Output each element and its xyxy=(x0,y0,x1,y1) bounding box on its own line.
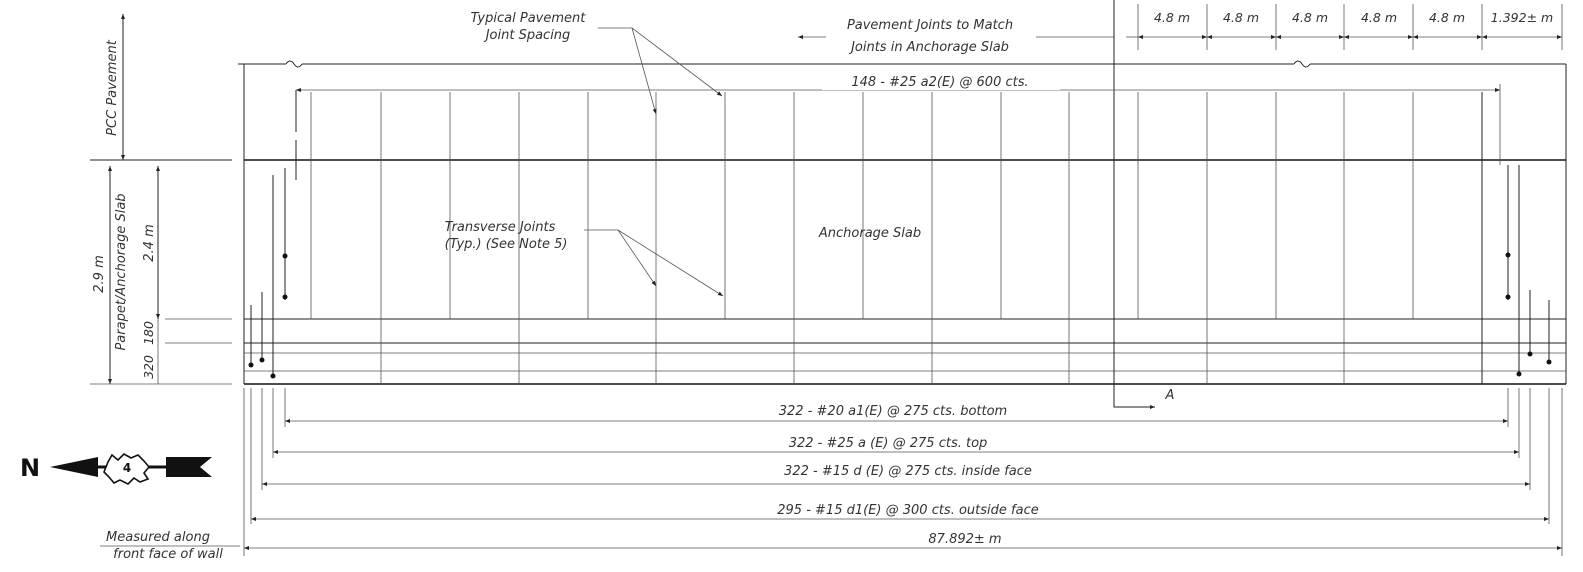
transverse-joints xyxy=(310,92,1483,384)
bar-a1-label: 322 - #20 a1(E) @ 275 cts. bottom xyxy=(779,404,1007,419)
total-height-label: 2.9 m xyxy=(92,255,107,292)
slab-outline xyxy=(90,60,1567,385)
right-end-bars xyxy=(1505,165,1552,377)
section-a-label: A xyxy=(1165,388,1175,403)
left-end-bars xyxy=(248,90,297,379)
spacing-label-4: 4.8 m xyxy=(1361,10,1397,25)
north-letter: N xyxy=(20,454,40,482)
transverse-joint-leader xyxy=(584,229,724,297)
typical-joint-label-line1: Typical Pavement xyxy=(471,11,587,26)
bar-a2-label: 148 - #25 a2(E) @ 600 cts. xyxy=(851,75,1028,90)
transverse-joints-label-line1: Transverse Joints xyxy=(445,220,556,235)
typical-joint-leader xyxy=(598,27,723,115)
parapet-anchorage-slab-label: Parapet/Anchorage Slab xyxy=(114,193,129,350)
lower-extension-lines xyxy=(243,388,1563,556)
dim-320-label: 320 xyxy=(141,355,156,379)
transverse-joints-label-line2: (Typ.) (See Note 5) xyxy=(445,237,568,252)
slab-height-label: 2.4 m xyxy=(142,224,157,261)
spacing-label-3: 4.8 m xyxy=(1292,10,1328,25)
route-shield-number: 4 xyxy=(123,461,131,475)
joint-spacing-dimension-chain xyxy=(1126,4,1563,50)
spacing-label-6: 1.392± m xyxy=(1491,10,1553,25)
dim-180-label: 180 xyxy=(141,321,156,345)
bar-a-label: 322 - #25 a (E) @ 275 cts. top xyxy=(789,436,988,451)
pavement-joints-label-line1: Pavement Joints to Match xyxy=(847,18,1013,33)
spacing-label-1: 4.8 m xyxy=(1154,10,1190,25)
spacing-label-2: 4.8 m xyxy=(1223,10,1259,25)
anchorage-slab-label: Anchorage Slab xyxy=(818,226,921,241)
bar-d-label: 322 - #15 d (E) @ 275 cts. inside face xyxy=(784,464,1032,479)
pcc-pavement-label: PCC Pavement xyxy=(105,39,120,136)
spacing-label-5: 4.8 m xyxy=(1429,10,1465,25)
left-dimensions xyxy=(90,14,232,385)
section-a-cut-line xyxy=(1113,0,1155,409)
typical-joint-label-line2: Joint Spacing xyxy=(483,28,571,43)
bar-d1-label: 295 - #15 d1(E) @ 300 cts. outside face xyxy=(777,503,1038,518)
measured-along-label-line1: Measured along xyxy=(106,530,210,545)
pavement-joints-label-line2: Joints in Anchorage Slab xyxy=(848,40,1009,55)
measured-along-label-line2: front face of wall xyxy=(113,547,223,562)
total-length-label: 87.892± m xyxy=(928,532,1001,547)
north-arrow-icon: N 4 xyxy=(20,453,212,485)
